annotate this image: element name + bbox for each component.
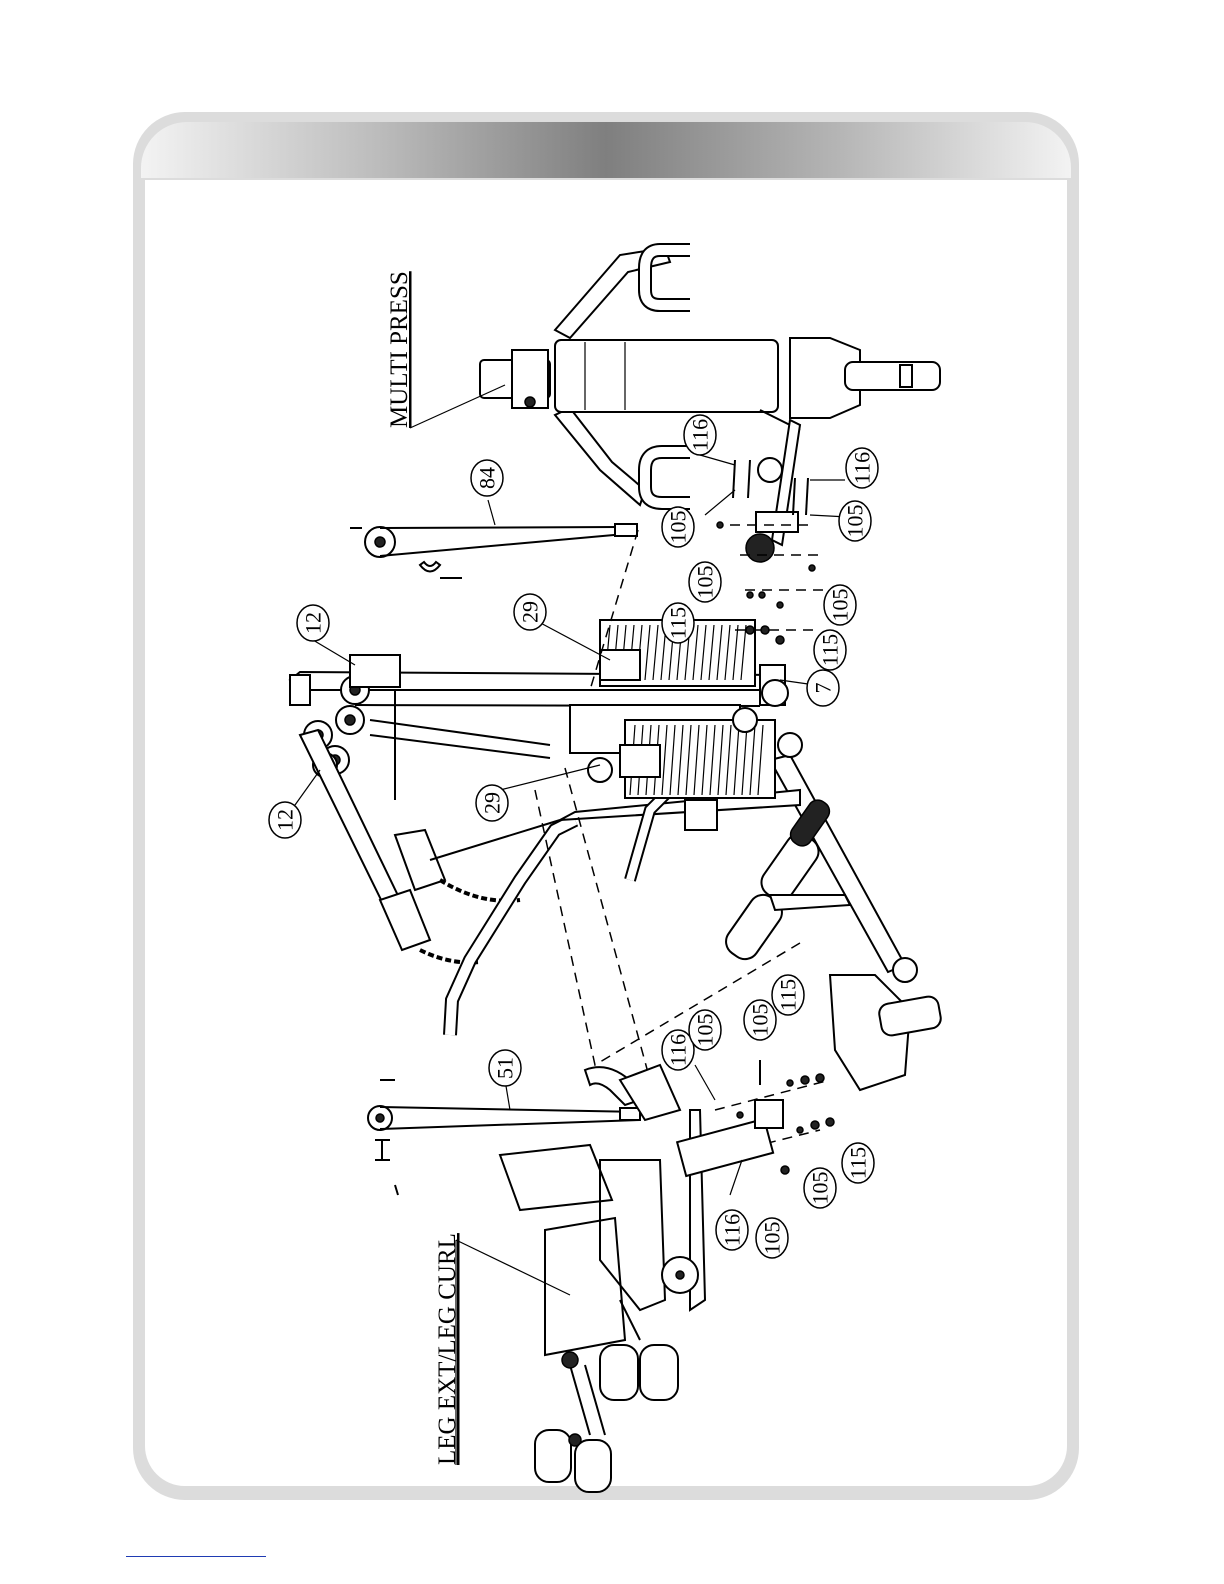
callout-105: 105 [824, 585, 856, 625]
callout-105: 105 [689, 562, 721, 602]
callout-51: 51 [489, 1050, 521, 1086]
callout-105: 105 [756, 1218, 788, 1258]
callout-105: 105 [804, 1168, 836, 1208]
callout-12: 12 [297, 605, 329, 641]
svg-text:105: 105 [693, 1014, 718, 1047]
weight-stack-lower [570, 705, 802, 798]
svg-text:105: 105 [760, 1222, 785, 1255]
svg-text:116: 116 [720, 1214, 745, 1246]
svg-text:12: 12 [301, 612, 326, 634]
callout-105: 105 [839, 501, 871, 541]
cable-84 [350, 524, 637, 578]
callout-115: 115 [814, 630, 846, 670]
leg-ext-curl-assembly [500, 1065, 783, 1492]
callout-12: 12 [269, 802, 301, 838]
svg-text:105: 105 [693, 566, 718, 599]
callout-115: 115 [842, 1143, 874, 1183]
svg-text:116: 116 [850, 452, 875, 484]
callout-116: 116 [846, 448, 878, 488]
multi-press-label: MULTI PRESS [386, 271, 413, 428]
callout-115: 115 [772, 975, 804, 1015]
svg-text:115: 115 [846, 1147, 871, 1179]
callout-105: 105 [662, 507, 694, 547]
svg-text:105: 105 [843, 505, 868, 538]
svg-text:84: 84 [475, 467, 500, 489]
callout-84: 84 [471, 460, 503, 496]
callout-105: 105 [744, 1000, 776, 1040]
svg-text:105: 105 [808, 1172, 833, 1205]
callout-105: 105 [689, 1010, 721, 1050]
svg-text:29: 29 [518, 601, 543, 623]
svg-text:115: 115 [818, 634, 843, 666]
callout-29: 29 [514, 594, 546, 630]
callout-115: 115 [662, 603, 694, 643]
svg-text:12: 12 [273, 809, 298, 831]
svg-text:51: 51 [493, 1057, 518, 1079]
callout-116: 116 [716, 1210, 748, 1250]
leg-ext-curl-label: LEG EXT/LEG CURL [434, 1233, 461, 1465]
callout-29: 29 [476, 785, 508, 821]
svg-text:7: 7 [811, 683, 836, 694]
callout-116: 116 [684, 415, 716, 455]
svg-text:116: 116 [688, 419, 713, 451]
svg-text:116: 116 [666, 1034, 691, 1066]
svg-text:115: 115 [776, 979, 801, 1011]
svg-text:105: 105 [666, 511, 691, 544]
svg-text:105: 105 [748, 1004, 773, 1037]
svg-text:105: 105 [828, 589, 853, 622]
svg-text:29: 29 [480, 792, 505, 814]
footer-rule [126, 1556, 266, 1557]
callout-7: 7 [807, 670, 839, 706]
svg-text:115: 115 [666, 607, 691, 639]
weight-stack-upper [600, 620, 788, 706]
